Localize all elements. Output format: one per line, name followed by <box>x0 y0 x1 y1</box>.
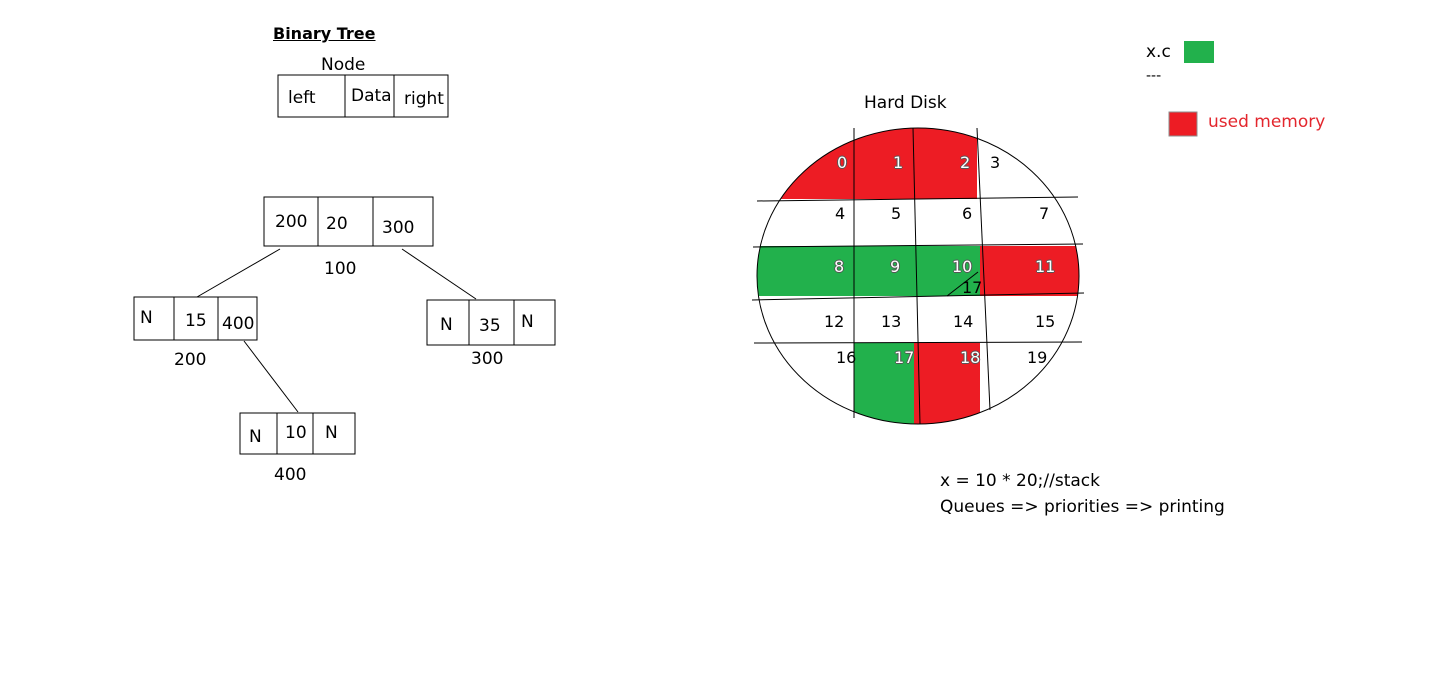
left-child-data-value: 15 <box>185 311 207 331</box>
grandchild-left-pointer: N <box>249 427 262 447</box>
disk-block-18 <box>914 343 980 424</box>
left-child-right-pointer: 400 <box>222 314 255 334</box>
file-legend-dashes: --- <box>1146 68 1162 84</box>
hard-disk <box>751 127 1085 425</box>
disk-block-label-11: 11 <box>1035 257 1056 276</box>
disk-block-label-17: 17 <box>894 348 915 367</box>
disk-block-label-8: 8 <box>834 257 845 276</box>
disk-block-label-10: 10 <box>952 257 973 276</box>
grandchild-node-box <box>239 412 356 455</box>
disk-block-label-12: 12 <box>824 312 845 331</box>
disk-block-label-1: 1 <box>893 153 904 172</box>
node-legend-caption: Node <box>321 55 366 75</box>
legend-field-right: right <box>404 89 444 109</box>
root-data-value: 20 <box>326 214 348 234</box>
disk-block-label-0: 0 <box>837 153 848 172</box>
disk-block-label-5: 5 <box>891 204 902 223</box>
disk-block-label-4: 4 <box>835 204 846 223</box>
tree-edges <box>196 248 477 413</box>
disk-block-10 <box>914 246 980 296</box>
grandchild-data-value: 10 <box>285 423 307 443</box>
left-child-node-box <box>133 296 258 341</box>
stack-note: x = 10 * 20;//stack <box>940 471 1100 491</box>
disk-block-label-9: 9 <box>890 257 901 276</box>
legend-field-left: left <box>288 88 316 108</box>
binary-tree-title: Binary Tree <box>273 24 376 43</box>
disk-block-label-16: 16 <box>836 348 857 367</box>
used-memory-color-swatch <box>1168 111 1198 137</box>
disk-block-label-6: 6 <box>962 204 973 223</box>
disk-block-label-3: 3 <box>990 153 1001 172</box>
right-child-node-box <box>426 299 556 346</box>
disk-block-1 <box>854 128 913 199</box>
disk-block-8 <box>757 246 854 296</box>
file-color-swatch <box>1184 41 1214 63</box>
disk-block-9 <box>854 246 914 296</box>
disk-block-2 <box>913 128 977 199</box>
legend-field-data: Data <box>351 86 392 106</box>
disk-block-label-13: 13 <box>881 312 902 331</box>
used-memory-legend-label: used memory <box>1208 112 1326 132</box>
root-address: 100 <box>324 259 357 279</box>
disk-grid <box>751 127 1085 425</box>
right-child-data-value: 35 <box>479 316 501 336</box>
disk-block-label-18: 18 <box>960 348 981 367</box>
disk-outline <box>756 127 1080 425</box>
disk-block-label-7: 7 <box>1039 204 1050 223</box>
hard-disk-title: Hard Disk <box>864 93 947 113</box>
root-left-pointer: 200 <box>275 212 308 232</box>
left-child-address: 200 <box>174 350 207 370</box>
disk-block-label-19: 19 <box>1027 348 1048 367</box>
root-node-box <box>263 196 434 247</box>
file-legend-label: x.c <box>1146 42 1171 62</box>
disk-block-label-2: 2 <box>960 153 971 172</box>
disk-block-label-15: 15 <box>1035 312 1056 331</box>
right-child-address: 300 <box>471 349 504 369</box>
disk-blocks <box>757 128 1079 424</box>
grandchild-address: 400 <box>274 465 307 485</box>
queue-note: Queues => priorities => printing <box>940 497 1225 517</box>
disk-block-label-14: 14 <box>953 312 974 331</box>
disk-pointer-label: 17 <box>962 278 983 297</box>
grandchild-right-pointer: N <box>325 423 338 443</box>
node-legend-box <box>277 74 449 118</box>
right-child-left-pointer: N <box>440 315 453 335</box>
disk-block-17 <box>854 343 914 424</box>
disk-block-11 <box>980 246 1079 296</box>
left-child-left-pointer: N <box>140 308 153 328</box>
right-child-right-pointer: N <box>521 312 534 332</box>
root-right-pointer: 300 <box>382 218 415 238</box>
